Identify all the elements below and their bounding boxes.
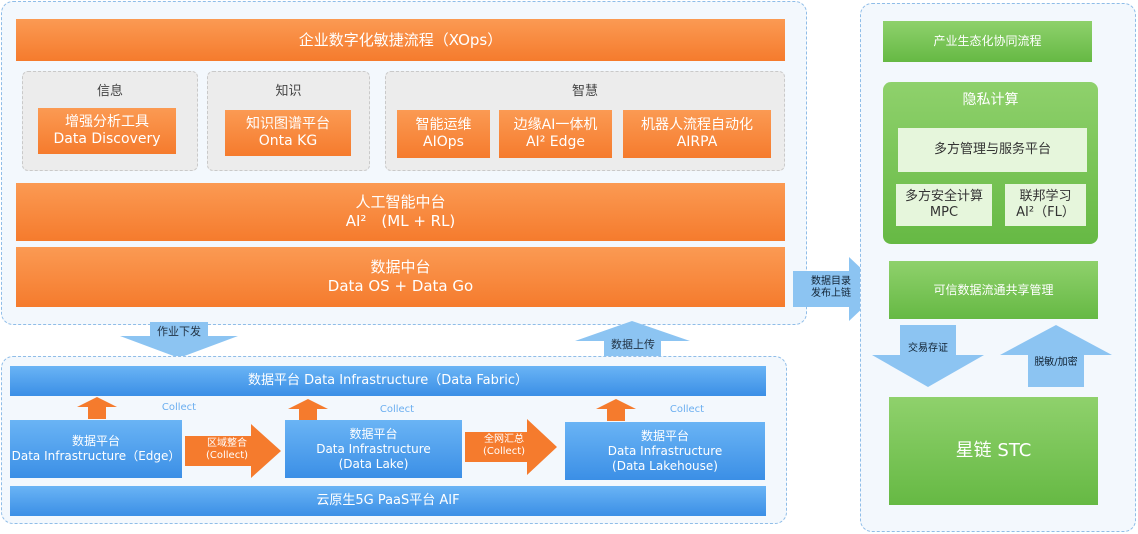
data-lakehouse-line3: (Data Lakehouse) xyxy=(612,458,718,473)
publish-label-line1: 数据目录 xyxy=(811,276,851,287)
federated-learning-line2: AI²（FL） xyxy=(1016,205,1075,220)
collect-right-arrow-icon xyxy=(465,419,557,475)
onta-kg-block: 知识图谱平台 Onta KG xyxy=(225,110,351,156)
group-wisdom-title: 智慧 xyxy=(571,84,598,99)
trusted-data-block: 可信数据流通共享管理 xyxy=(889,261,1098,319)
ai-edge-line2: AI² Edge xyxy=(525,134,585,150)
publish-label: 数据目录 发布上链 xyxy=(796,276,866,300)
mpc-line1: 多方安全计算 xyxy=(904,188,983,204)
ai-edge-block: 边缘AI一体机 AI² Edge xyxy=(499,110,612,158)
collect-up-arrow-icon xyxy=(288,399,328,421)
multi-party-service-block: 多方管理与服务平台 xyxy=(898,128,1087,172)
upload-label: 数据上传 xyxy=(611,338,655,351)
data-lake-line1: 数据平台 xyxy=(349,426,398,441)
data-lake-line3: (Data Lake) xyxy=(338,456,409,471)
stc-block: 星链 STC xyxy=(889,397,1098,505)
xops-header-label: 企业数字化敏捷流程（XOps） xyxy=(298,30,503,49)
ai-platform-line1: 人工智能中台 xyxy=(355,193,446,212)
ecosystem-header: 产业生态化协同流程 xyxy=(883,21,1092,62)
collect-up-arrow-icon xyxy=(77,397,117,419)
data-lakehouse-node: 数据平台 Data Infrastructure (Data Lakehouse… xyxy=(565,422,765,480)
group-knowledge-title: 知识 xyxy=(275,84,302,99)
xops-header: 企业数字化敏捷流程（XOps） xyxy=(16,19,785,61)
data-lakehouse-line1: 数据平台 xyxy=(640,428,689,443)
paas-label: 云原生5G PaaS平台 AIF xyxy=(316,492,460,508)
ai-platform-line2: AI² (ML + RL) xyxy=(345,212,456,230)
airpa-line2: AIRPA xyxy=(676,134,718,150)
global-collect-line2: (Collect) xyxy=(482,446,526,457)
group-info-title: 信息 xyxy=(96,84,123,99)
record-down-arrow-icon xyxy=(872,325,984,387)
trusted-data-label: 可信数据流通共享管理 xyxy=(933,282,1054,297)
multi-party-service-label: 多方管理与服务平台 xyxy=(933,141,1051,157)
collect-label-3: Collect xyxy=(669,404,705,415)
aiops-block: 智能运维 AIOps xyxy=(397,110,490,158)
data-discovery-block: 增强分析工具 Data Discovery xyxy=(38,108,176,154)
dispatch-label: 作业下发 xyxy=(157,325,201,338)
ai-platform-block: 人工智能中台 AI² (ML + RL) xyxy=(16,183,785,241)
data-platform-line1: 数据中台 xyxy=(370,258,431,277)
collect-label-1: Collect xyxy=(161,402,197,413)
federated-learning-line1: 联邦学习 xyxy=(1019,188,1072,204)
regional-collect-line1: 区域整合 xyxy=(207,438,247,449)
publish-label-line2: 发布上链 xyxy=(811,288,851,299)
collect-label-2: Collect xyxy=(379,404,415,415)
collect-right-arrow-icon xyxy=(185,424,281,478)
data-platform-line2: Data OS + Data Go xyxy=(327,277,474,295)
data-fabric-bar: 数据平台 Data Infrastructure（Data Fabric） xyxy=(10,366,766,396)
regional-collect-label: 区域整合 (Collect) xyxy=(190,438,264,462)
record-label: 交易存证 xyxy=(908,343,948,354)
ecosystem-header-label: 产业生态化协同流程 xyxy=(933,34,1042,48)
down-arrow-icon xyxy=(120,322,238,358)
onta-kg-line1: 知识图谱平台 xyxy=(246,115,330,132)
privacy-computing-title: 隐私计算 xyxy=(962,92,1019,108)
edge-node-line1: 数据平台 xyxy=(71,434,120,448)
data-lake-line2: Data Infrastructure xyxy=(316,441,431,456)
encrypt-up-arrow-icon xyxy=(1000,325,1112,387)
airpa-line1: 机器人流程自动化 xyxy=(641,116,753,133)
data-discovery-line1: 增强分析工具 xyxy=(65,113,149,130)
airpa-block: 机器人流程自动化 AIRPA xyxy=(623,110,771,158)
up-arrow-icon xyxy=(575,321,690,361)
regional-collect-line2: (Collect) xyxy=(205,450,249,461)
encrypt-label: 脱敏/加密 xyxy=(1034,357,1078,368)
stc-label: 星链 STC xyxy=(955,439,1032,461)
federated-learning-block: 联邦学习 AI²（FL） xyxy=(1005,184,1086,226)
mpc-line2: MPC xyxy=(929,205,959,220)
onta-kg-line2: Onta KG xyxy=(258,133,318,149)
data-platform-block: 数据中台 Data OS + Data Go xyxy=(16,247,785,307)
data-fabric-label: 数据平台 Data Infrastructure（Data Fabric） xyxy=(247,372,529,388)
ai-edge-line1: 边缘AI一体机 xyxy=(513,116,598,133)
aiops-line2: AIOps xyxy=(423,134,464,150)
global-collect-label: 全网汇总 (Collect) xyxy=(470,434,538,458)
mpc-block: 多方安全计算 MPC xyxy=(896,184,992,226)
edge-node-line2: Data Infrastructure（Edge） xyxy=(11,449,181,463)
aiops-line1: 智能运维 xyxy=(415,116,472,133)
global-collect-line1: 全网汇总 xyxy=(484,434,524,445)
data-lake-node: 数据平台 Data Infrastructure (Data Lake) xyxy=(285,420,462,478)
collect-up-arrow-icon xyxy=(596,399,636,421)
edge-node: 数据平台 Data Infrastructure（Edge） xyxy=(10,420,182,478)
paas-bar: 云原生5G PaaS平台 AIF xyxy=(10,486,766,516)
data-discovery-line2: Data Discovery xyxy=(53,131,161,147)
data-lakehouse-line2: Data Infrastructure xyxy=(607,443,723,458)
